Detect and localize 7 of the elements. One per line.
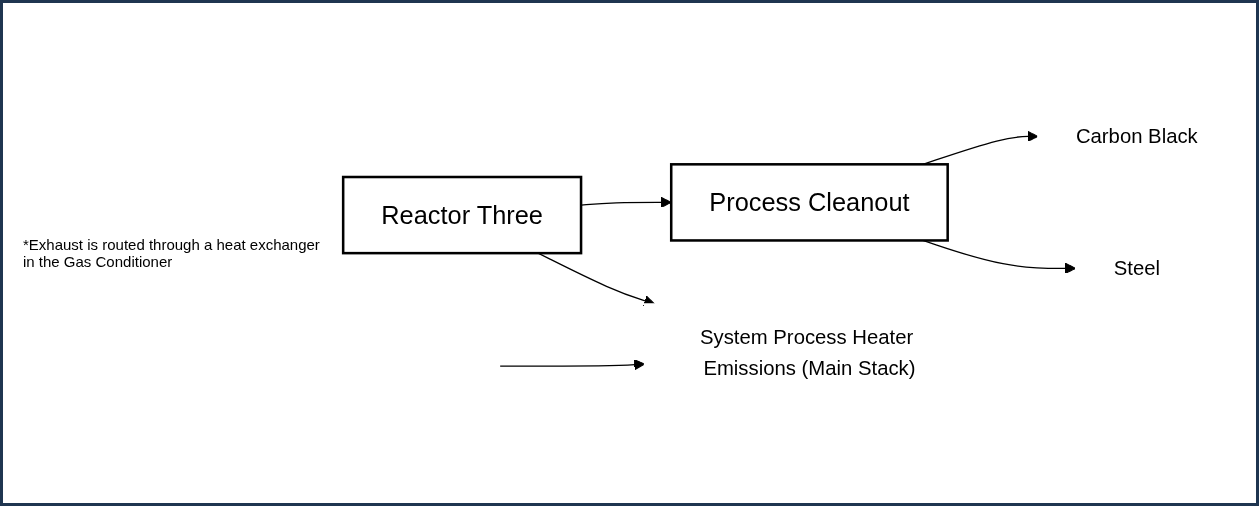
node-text: Steel (1113, 257, 1160, 279)
node-text: Carbon Black (1075, 125, 1198, 148)
note-text: *Exhaust is routed through a heat exchanger in the Gas Conditioner (23, 236, 321, 270)
arrow (499, 359, 645, 371)
node-box: Reactor Three (341, 176, 583, 255)
node-text: System Process Heater Emissions (Main Stack) (700, 327, 916, 380)
node-box: Process Cleanout (669, 163, 949, 243)
